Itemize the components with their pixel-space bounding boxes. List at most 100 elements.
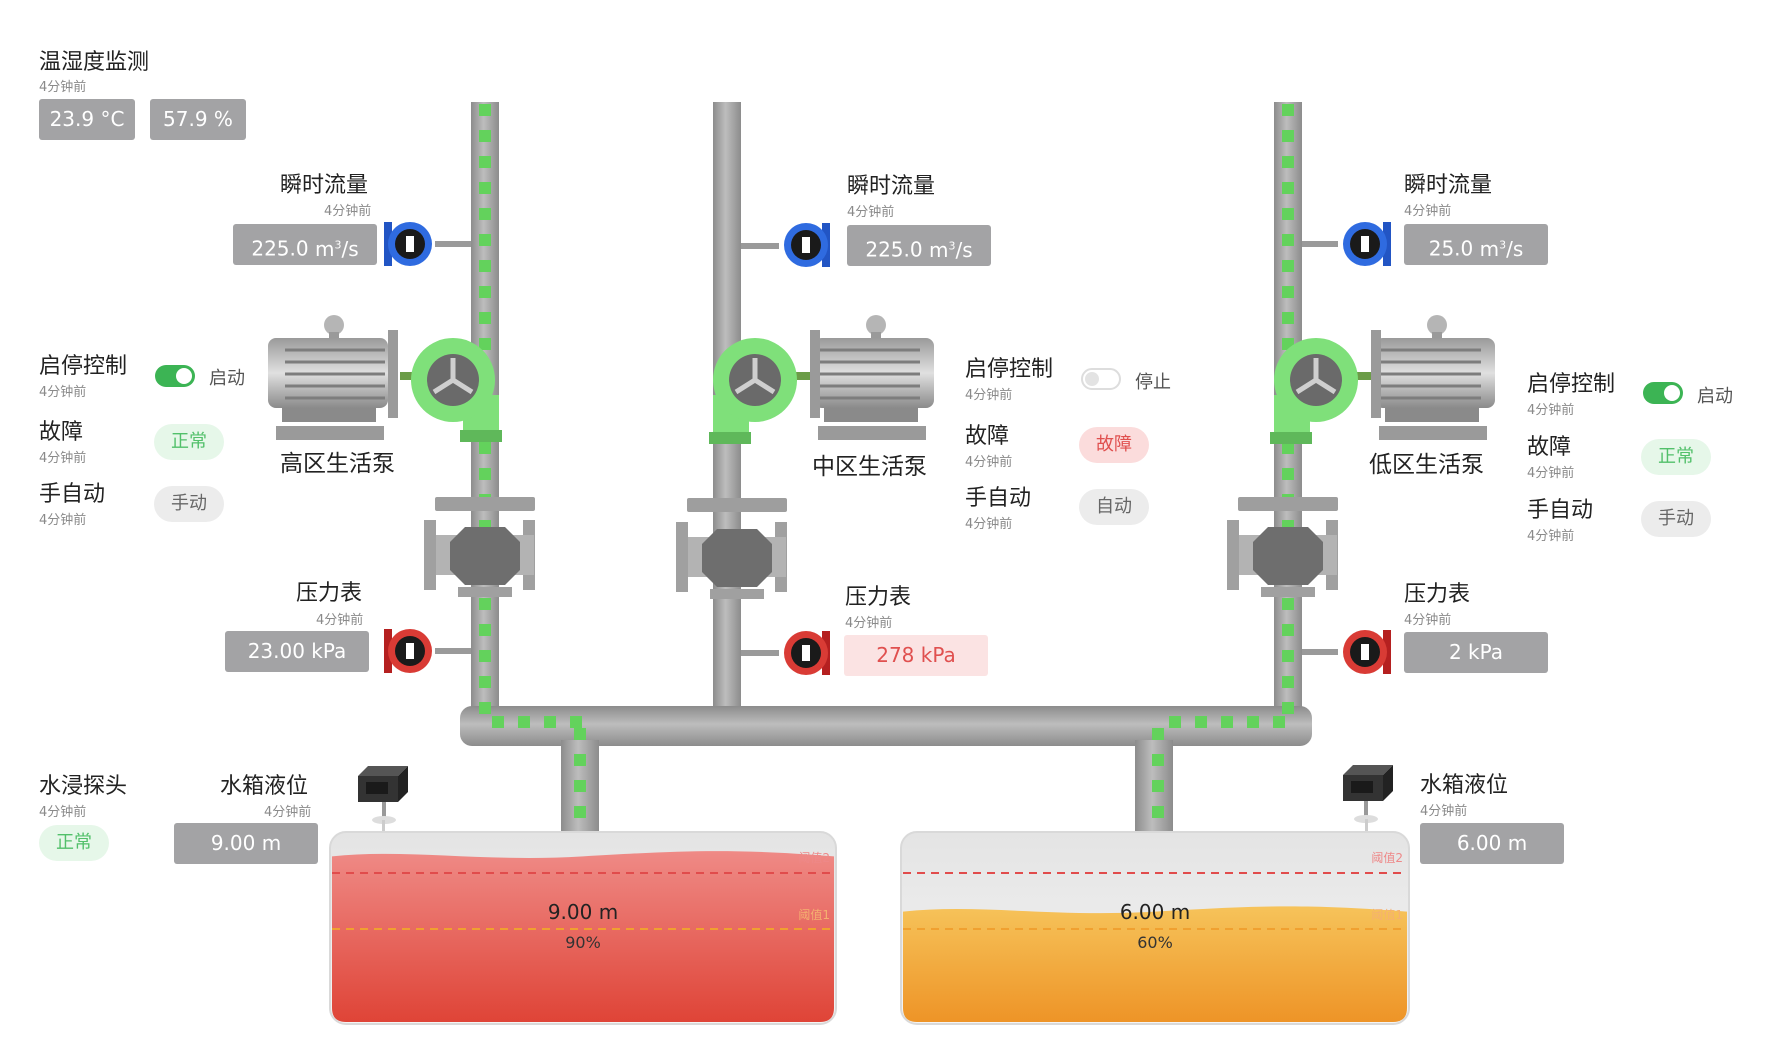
mid-mode-status: 自动 — [1079, 489, 1149, 525]
high-flow-value-box: 225.0 m3/s — [233, 224, 377, 265]
env-time: 4分钟前 — [39, 80, 87, 95]
pump-housing-mid — [709, 338, 815, 444]
low-pressure-time: 4分钟前 — [1404, 613, 1452, 628]
low-fault-title: 故障 — [1527, 435, 1572, 460]
flow-meter-icon-mid[interactable] — [784, 223, 830, 267]
mid-ctrl-title: 启停控制 — [965, 357, 1054, 382]
mid-flow-value: 225.0 — [865, 237, 923, 262]
valve-high — [424, 497, 535, 597]
low-flow-time: 4分钟前 — [1404, 204, 1452, 219]
pump-housing-high — [400, 338, 502, 442]
high-fault-status: 正常 — [154, 424, 224, 460]
low-mode-title: 手自动 — [1527, 498, 1594, 523]
high-start-stop-toggle[interactable] — [155, 365, 195, 387]
temperature-value: 23.9 °C — [39, 99, 135, 140]
motor-mid — [810, 315, 934, 440]
low-flow-unit: m3/s — [1479, 236, 1524, 261]
mid-flow-unit: m3/s — [928, 237, 973, 262]
water-tank-1: 阈值2 阈值1 9.00 m 90% — [329, 831, 837, 1025]
humidity-value: 57.9 % — [150, 99, 246, 140]
mid-pressure-time: 4分钟前 — [845, 616, 893, 631]
high-pressure-time: 4分钟前 — [316, 613, 364, 628]
high-flow-unit: m3/s — [314, 236, 359, 261]
high-flow-time: 4分钟前 — [324, 204, 372, 219]
tank-1-percent: 90% — [565, 933, 601, 952]
high-fault-time: 4分钟前 — [39, 451, 87, 466]
low-flow-value: 25.0 — [1428, 236, 1474, 261]
flow-indicator — [479, 104, 1294, 820]
low-ctrl-state: 启动 — [1697, 386, 1733, 407]
high-pump-label: 高区生活泵 — [280, 451, 395, 477]
pressure-gauge-icon-low[interactable] — [1343, 630, 1391, 674]
mid-mode-time: 4分钟前 — [965, 517, 1013, 532]
immersion-time: 4分钟前 — [39, 805, 87, 820]
mid-pressure-title: 压力表 — [845, 585, 912, 610]
tank-1-threshold-1: 阈值1 — [798, 907, 830, 922]
pressure-gauge-icon-mid[interactable] — [784, 631, 830, 675]
mid-start-stop-toggle[interactable] — [1081, 368, 1121, 390]
tank-1-threshold-2: 阈值2 — [798, 850, 830, 865]
immersion-title: 水浸探头 — [39, 774, 128, 799]
mid-pressure-value: 278 kPa — [844, 635, 988, 676]
high-flow-value: 225.0 — [251, 236, 309, 261]
mid-mode-title: 手自动 — [965, 486, 1032, 511]
valve-low — [1227, 497, 1338, 597]
valve-mid — [676, 498, 787, 599]
pump-housing-low — [1270, 338, 1376, 444]
high-ctrl-time: 4分钟前 — [39, 385, 87, 400]
tank-1-title: 水箱液位 — [220, 774, 309, 799]
flow-meter-icon-low[interactable] — [1343, 222, 1391, 266]
level-sensor-icon-2[interactable] — [1343, 765, 1393, 869]
motor-high — [268, 315, 398, 440]
high-ctrl-state: 启动 — [209, 368, 245, 389]
low-flow-title: 瞬时流量 — [1404, 173, 1493, 198]
low-ctrl-time: 4分钟前 — [1527, 403, 1575, 418]
mid-flow-time: 4分钟前 — [847, 205, 895, 220]
high-pressure-title: 压力表 — [296, 581, 363, 606]
low-flow-value-box: 25.0 m3/s — [1404, 224, 1548, 265]
tank-2-title: 水箱液位 — [1420, 773, 1509, 798]
low-mode-time: 4分钟前 — [1527, 529, 1575, 544]
low-pressure-value: 2 kPa — [1404, 632, 1548, 673]
high-fault-title: 故障 — [39, 420, 84, 445]
low-pump-label: 低区生活泵 — [1369, 452, 1484, 478]
tank-1-time: 4分钟前 — [264, 805, 312, 820]
high-mode-time: 4分钟前 — [39, 513, 87, 528]
env-title: 温湿度监测 — [39, 50, 150, 75]
tank-2-threshold-2: 阈值2 — [1371, 850, 1403, 865]
tank-1-value: 9.00 m — [174, 823, 318, 864]
mid-flow-title: 瞬时流量 — [847, 174, 936, 199]
flow-meter-icon-high[interactable] — [384, 222, 432, 266]
high-ctrl-title: 启停控制 — [39, 354, 128, 379]
tank-2-level: 6.00 m — [1120, 900, 1190, 924]
mid-pump-label: 中区生活泵 — [812, 454, 927, 480]
low-fault-status: 正常 — [1641, 439, 1711, 475]
mid-fault-title: 故障 — [965, 424, 1010, 449]
low-fault-time: 4分钟前 — [1527, 466, 1575, 481]
high-pressure-value: 23.00 kPa — [225, 631, 369, 672]
high-mode-status: 手动 — [154, 486, 224, 522]
mid-fault-status: 故障 — [1079, 427, 1149, 463]
tank-1-liquid — [332, 851, 834, 1022]
tank-2-percent: 60% — [1137, 933, 1173, 952]
water-tank-2: 阈值2 阈值1 6.00 m 60% — [900, 831, 1410, 1025]
mid-fault-time: 4分钟前 — [965, 455, 1013, 470]
pressure-gauge-icon-high[interactable] — [384, 629, 432, 673]
mid-ctrl-state: 停止 — [1135, 372, 1171, 393]
motor-low — [1371, 315, 1495, 440]
immersion-status: 正常 — [39, 825, 109, 861]
low-mode-status: 手动 — [1641, 501, 1711, 537]
tank-1-level: 9.00 m — [548, 900, 618, 924]
high-mode-title: 手自动 — [39, 482, 106, 507]
tank-2-value: 6.00 m — [1420, 823, 1564, 864]
tank-2-liquid — [903, 906, 1407, 1022]
mid-ctrl-time: 4分钟前 — [965, 388, 1013, 403]
low-ctrl-title: 启停控制 — [1527, 372, 1616, 397]
tank-2-threshold-1: 阈值1 — [1371, 907, 1403, 922]
high-flow-title: 瞬时流量 — [280, 173, 369, 198]
low-start-stop-toggle[interactable] — [1643, 382, 1683, 404]
tank-2-time: 4分钟前 — [1420, 804, 1468, 819]
mid-flow-value-box: 225.0 m3/s — [847, 225, 991, 266]
low-pressure-title: 压力表 — [1404, 582, 1471, 607]
